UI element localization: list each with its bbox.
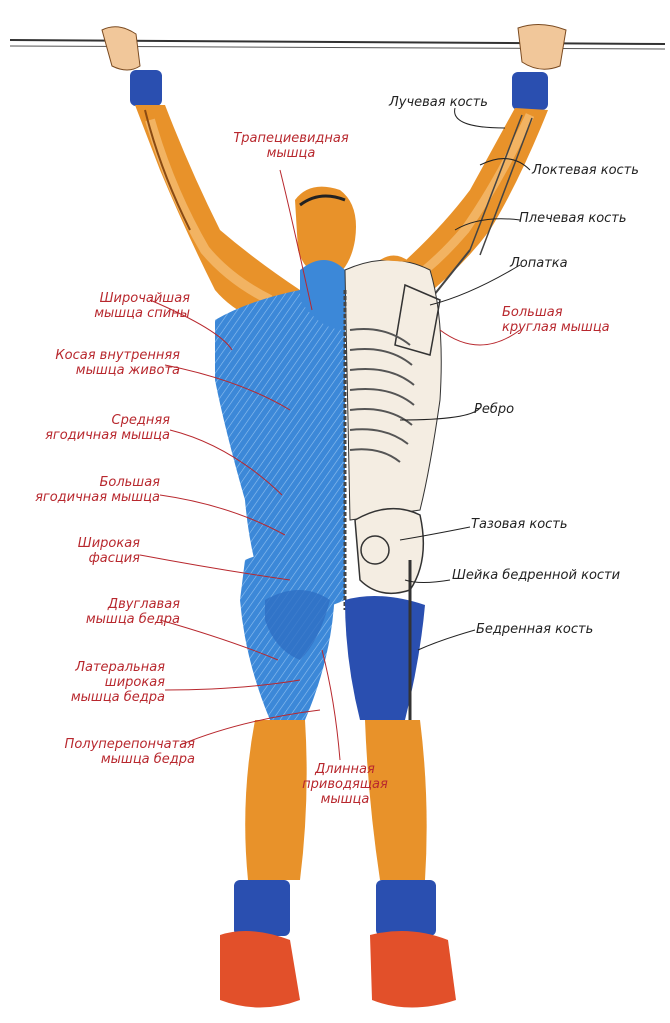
pelvis-bone: [354, 507, 425, 595]
left-arm: [135, 105, 300, 330]
label-pelvis: Тазовая кость: [471, 517, 568, 532]
label-trapezius: Трапециевидная мышца: [233, 131, 349, 161]
label-humerus: Плечевая кость: [519, 211, 627, 226]
label-teres-major: Большая круглая мышца: [502, 305, 610, 335]
ribs: [349, 328, 415, 463]
right-hand: [512, 24, 567, 110]
label-latissimus: Широчайшая мышца спины: [94, 291, 190, 321]
head: [295, 186, 356, 280]
label-internal-oblique: Косая внутренняя мышца живота: [55, 348, 180, 378]
label-femoral-neck: Шейка бедренной кости: [452, 568, 621, 583]
torso-skeleton: [344, 255, 442, 521]
label-radius: Лучевая кость: [389, 95, 488, 110]
muscle-pointer-lines: [139, 169, 521, 761]
label-scapula: Лопатка: [510, 256, 568, 271]
label-ulna: Локтевая кость: [532, 163, 639, 178]
label-vastus-lateralis: Латеральная широкая мышца бедра: [70, 660, 165, 705]
label-gluteus-maximus: Большая ягодичная мышца: [35, 475, 160, 505]
label-femur: Бедренная кость: [476, 622, 594, 637]
right-leg: [345, 560, 456, 1008]
torso-muscles: [215, 260, 345, 614]
left-hand: [101, 26, 162, 106]
label-fascia-lata: Широкая фасция: [77, 536, 140, 566]
label-semimembranosus: Полуперепончатая мышца бедра: [64, 737, 195, 767]
label-adductor-longus: Длинная приводящая мышца: [302, 762, 388, 807]
label-rib: Ребро: [474, 402, 515, 417]
label-gluteus-medius: Средняя ягодичная мышца: [45, 413, 170, 443]
left-leg: [220, 553, 335, 1008]
label-biceps-femoris: Двуглавая мышца бедра: [85, 597, 180, 627]
bone-pointer-lines: [399, 107, 531, 651]
